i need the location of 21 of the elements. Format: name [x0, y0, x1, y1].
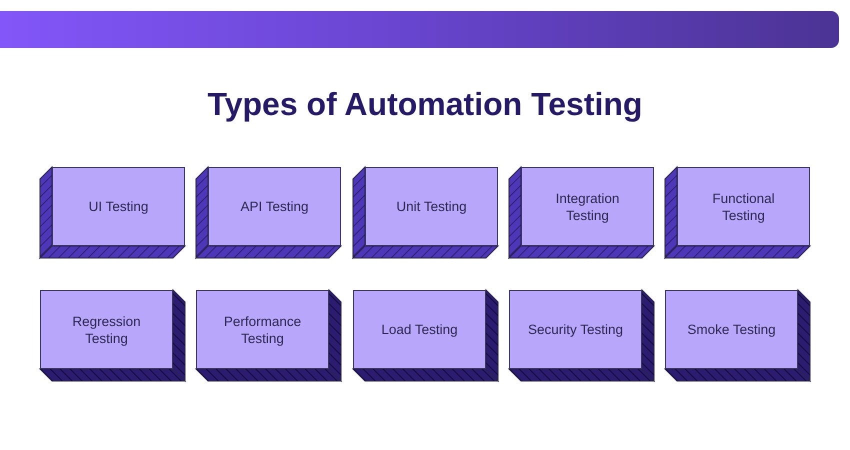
box-label: Regression Testing: [71, 312, 142, 346]
box-label: Performance Testing: [222, 312, 302, 346]
3d-box: [196, 167, 341, 258]
3d-box: [509, 167, 654, 258]
box-label: Unit Testing: [396, 198, 467, 215]
box-label: UI Testing: [88, 198, 148, 215]
3d-box: [665, 290, 810, 381]
box-label: Smoke Testing: [687, 321, 776, 338]
box-label: Security Testing: [528, 321, 624, 338]
3d-box: [353, 290, 498, 381]
title: Types of Automation Testing: [208, 85, 642, 124]
box-label: Load Testing: [381, 321, 458, 338]
box-label: API Testing: [240, 198, 309, 215]
3d-box: [40, 167, 185, 258]
box-label: Functional Testing: [711, 190, 776, 224]
3d-box: [196, 290, 341, 381]
3d-box: [40, 290, 185, 381]
box-label: Integration Testing: [554, 190, 620, 224]
3d-box: [509, 290, 654, 381]
3d-box: [665, 167, 810, 258]
3d-box: [353, 167, 498, 258]
